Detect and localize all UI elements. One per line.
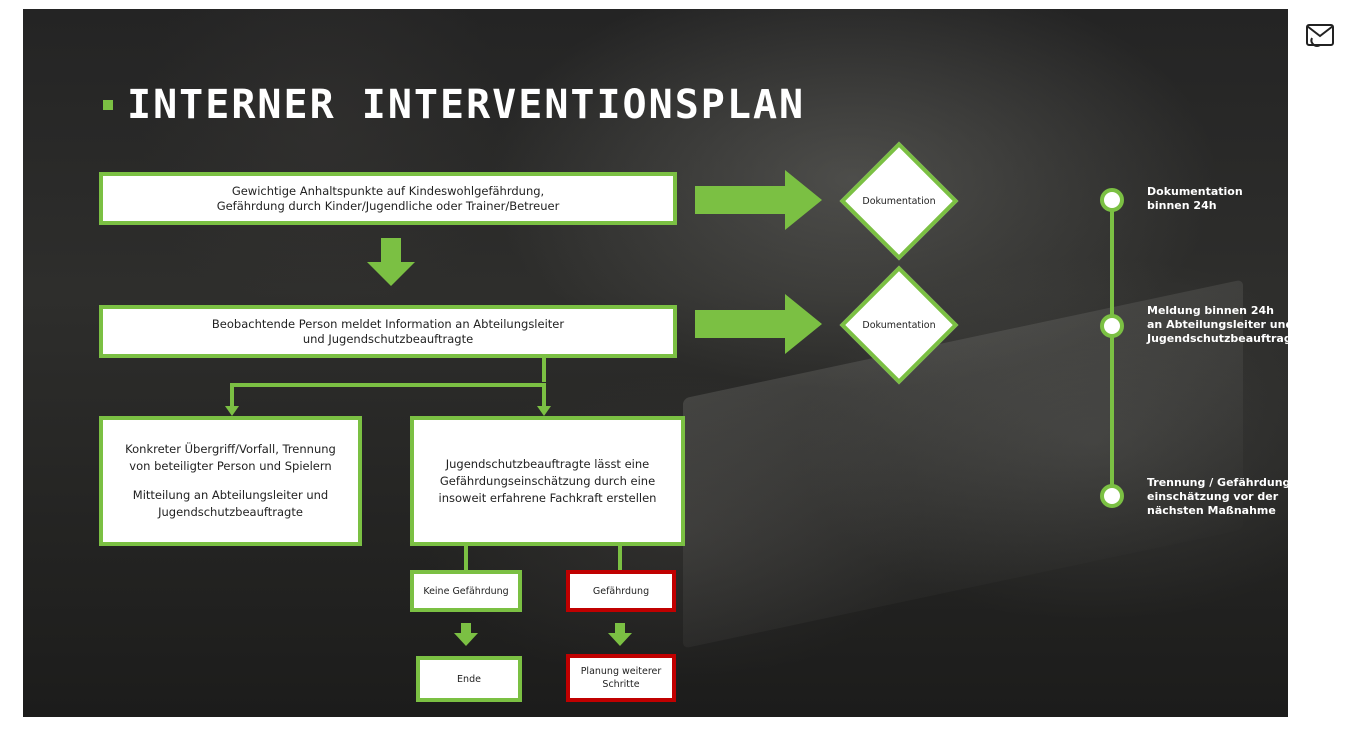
step-1-box: Gewichtige Anhaltspunkte auf Kindeswohlg…	[99, 172, 677, 225]
timeline-node-3	[1100, 484, 1124, 508]
page-title-group: INTERNER INTERVENTIONSPLAN	[103, 82, 805, 128]
step-2-line-1: Beobachtende Person meldet Information a…	[211, 316, 565, 331]
timeline-label-3: Trennung / Gefährdungs- einschätzung vor…	[1147, 476, 1302, 517]
incident-line-4: Jugendschutzbeauftragte	[158, 505, 303, 519]
end-label: Ende	[457, 673, 481, 685]
down-arrow-gefahr	[608, 623, 632, 646]
documentation-diamond-2: Dokumentation	[838, 264, 960, 386]
incident-line-2: von beteiligter Person und Spielern	[129, 459, 332, 473]
assessment-line-3: insoweit erfahrene Fachkraft erstellen	[438, 490, 657, 505]
incident-line-1: Konkreter Übergriff/Vorfall, Trennung	[125, 442, 336, 456]
planning-box: Planung weiterer Schritte	[566, 654, 676, 702]
timeline-node-1	[1100, 188, 1124, 212]
planning-line-2: Schritte	[602, 679, 640, 690]
end-box: Ende	[416, 656, 522, 702]
documentation-diamond-1: Dokumentation	[838, 140, 960, 262]
assessment-line-1: Jugendschutzbeauftragte lässt eine	[445, 456, 650, 471]
planning-line-1: Planung weiterer	[580, 666, 662, 677]
step-2-box: Beobachtende Person meldet Information a…	[99, 305, 677, 358]
timeline-label-2: Meldung binnen 24h an Abteilungsleiter u…	[1147, 304, 1305, 345]
title-bullet	[103, 100, 113, 110]
step-1-line-1: Gewichtige Anhaltspunkte auf Kindeswohlg…	[231, 183, 545, 198]
step-2-line-2: und Jugendschutzbeauftragte	[302, 331, 474, 346]
assessment-box: Jugendschutzbeauftragte lässt eine Gefäh…	[410, 416, 685, 546]
down-arrow-1	[367, 238, 415, 286]
documentation-label-2: Dokumentation	[862, 319, 936, 331]
mail-phone-icon	[1306, 24, 1334, 47]
no-risk-box: Keine Gefährdung	[410, 570, 522, 612]
timeline-label-1: Dokumentation binnen 24h	[1147, 185, 1243, 212]
mail-button[interactable]	[1292, 9, 1348, 61]
down-arrow-keine	[454, 623, 478, 646]
step-1-line-2: Gefährdung durch Kinder/Jugendliche oder…	[216, 198, 560, 213]
risk-box: Gefährdung	[566, 570, 676, 612]
right-arrow-2	[695, 294, 822, 354]
right-arrow-1	[695, 170, 822, 230]
page-title: INTERNER INTERVENTIONSPLAN	[127, 82, 806, 128]
timeline-node-2	[1100, 314, 1124, 338]
no-risk-label: Keine Gefährdung	[423, 585, 509, 597]
risk-label: Gefährdung	[592, 585, 650, 597]
incident-box: Konkreter Übergriff/Vorfall, Trennung vo…	[99, 416, 362, 546]
documentation-label-1: Dokumentation	[862, 195, 936, 207]
incident-line-3: Mitteilung an Abteilungsleiter und	[132, 488, 329, 502]
assessment-line-2: Gefährdungseinschätzung durch eine	[439, 473, 656, 488]
